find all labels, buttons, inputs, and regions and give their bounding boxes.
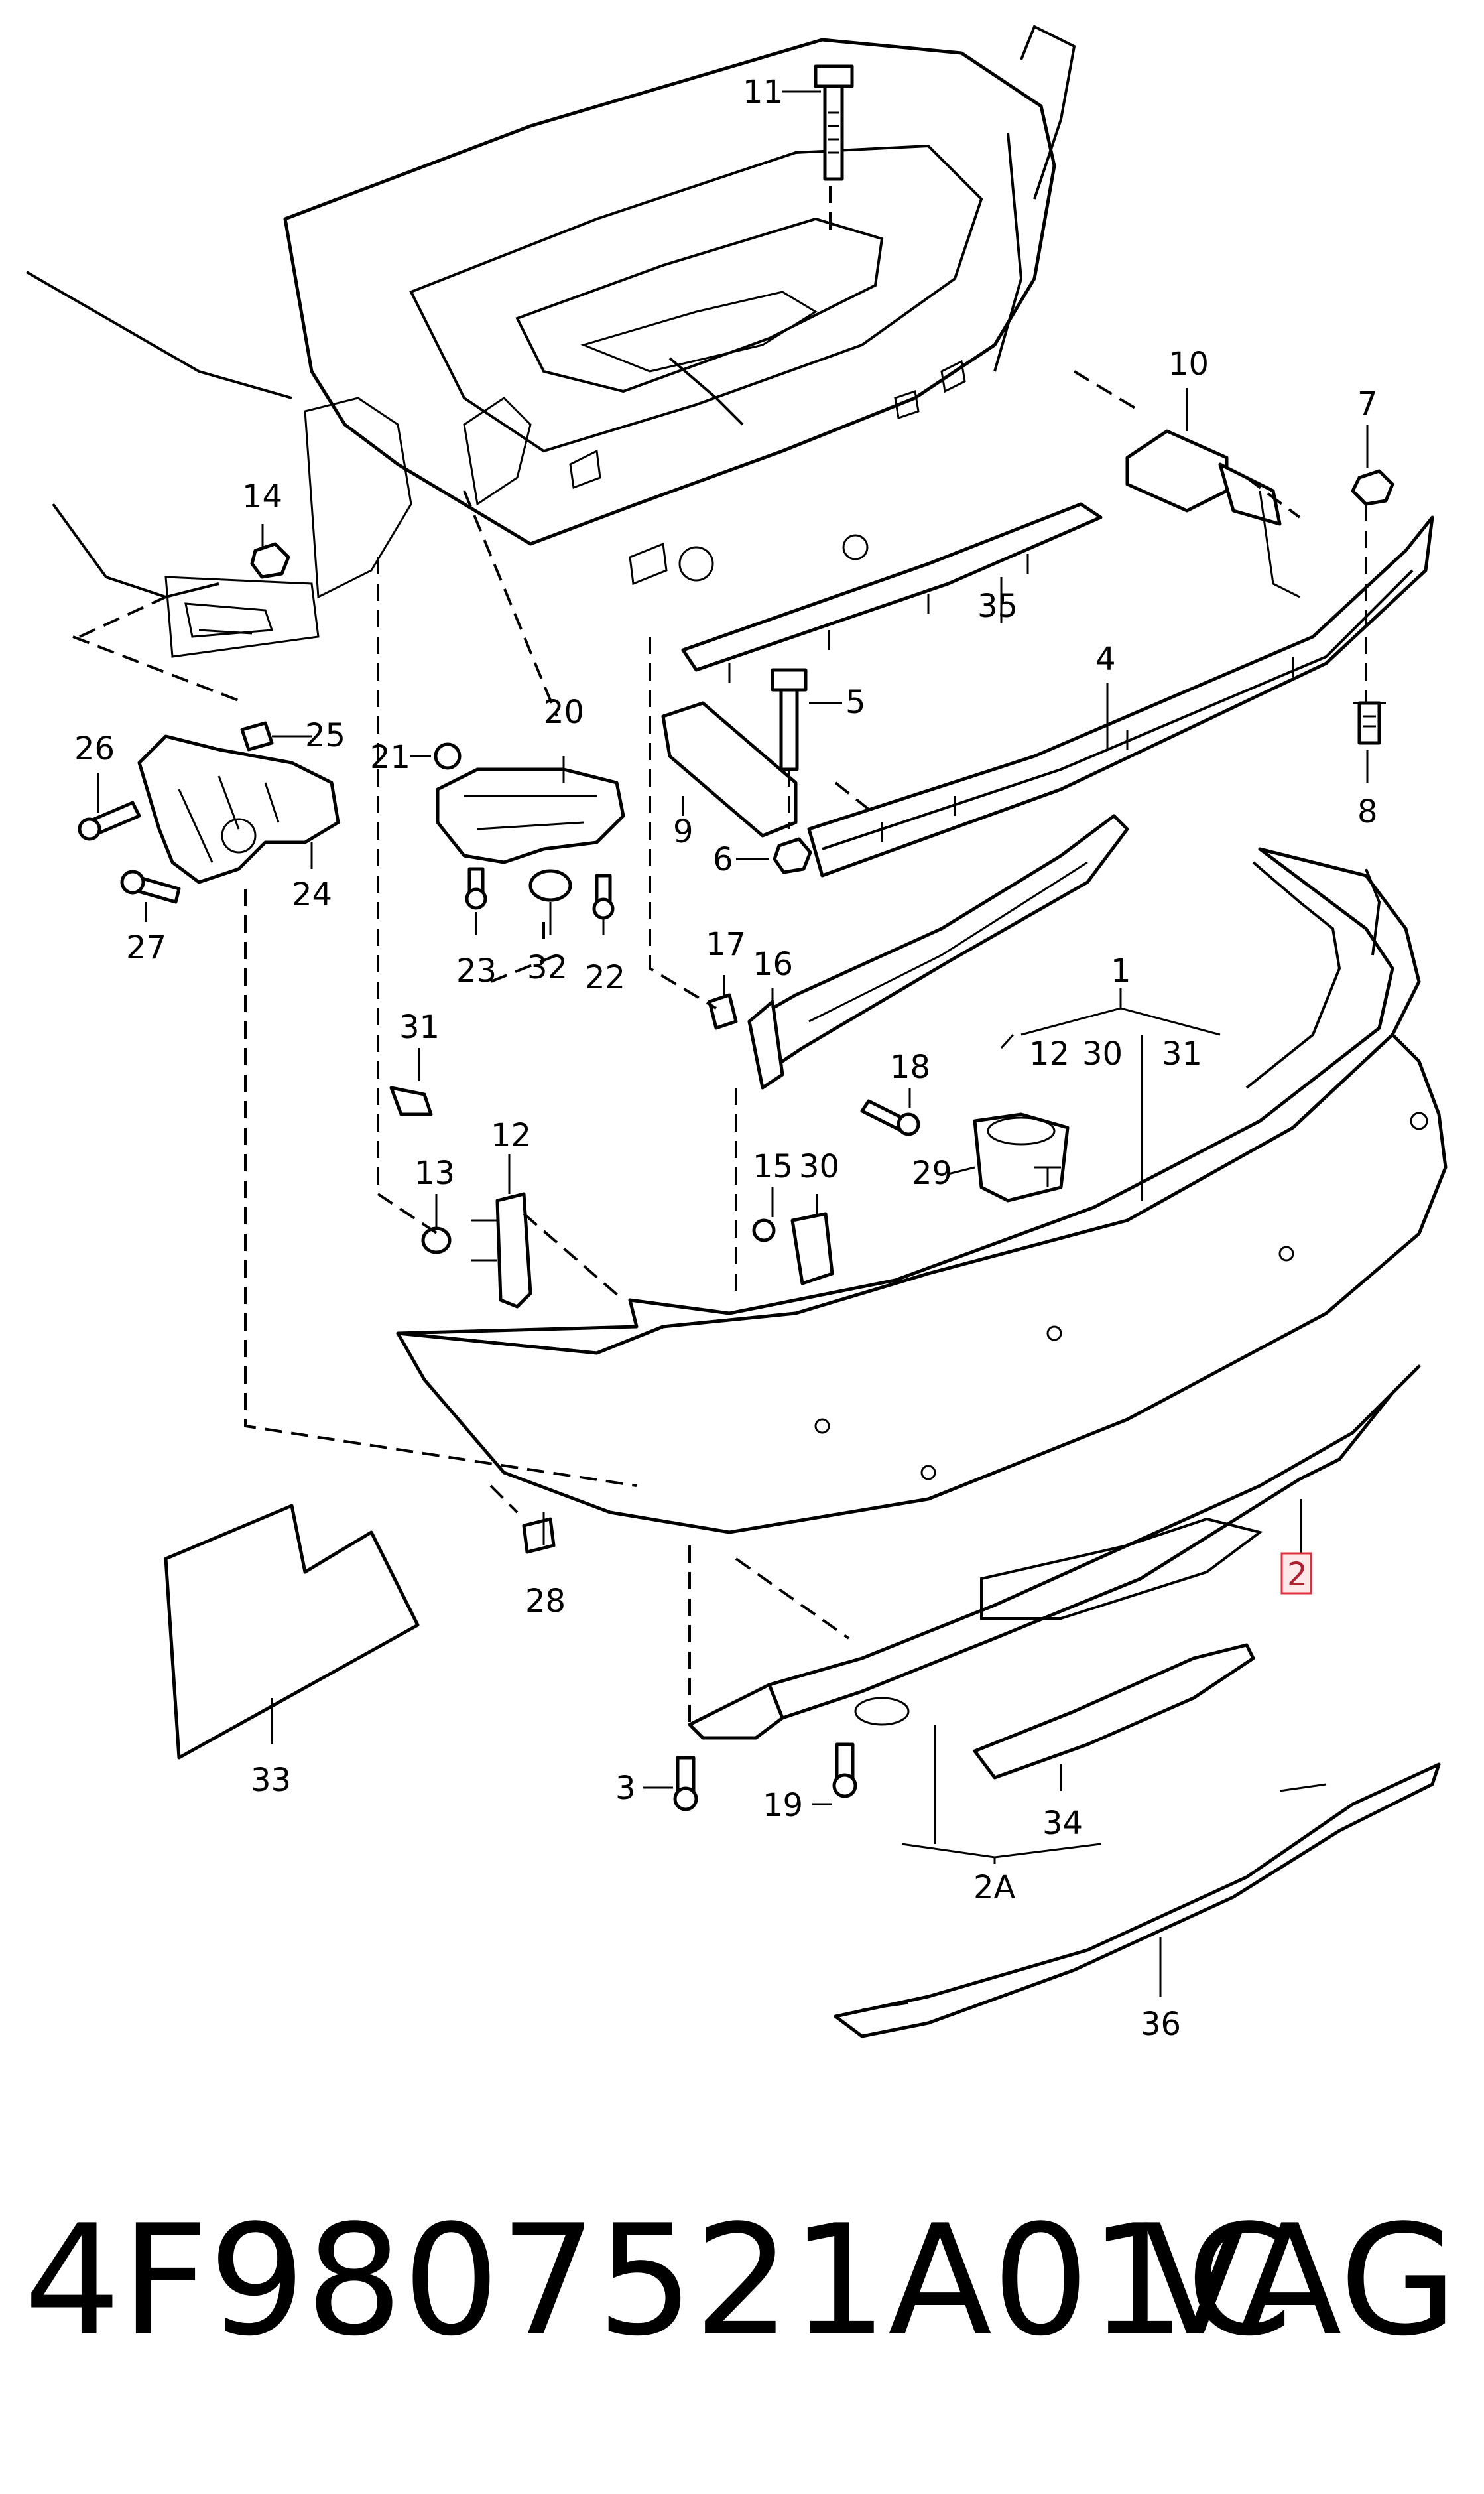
callout-4: 4 xyxy=(1095,641,1116,678)
callout-19: 19 xyxy=(763,1787,803,1824)
bolt-5 xyxy=(771,668,808,771)
callout-11: 11 xyxy=(743,74,783,111)
callout-5: 5 xyxy=(845,684,866,721)
callout-28: 28 xyxy=(525,1583,566,1620)
callout-3: 3 xyxy=(615,1770,636,1807)
callout-30: 30 xyxy=(799,1148,839,1185)
callout-2: 2 xyxy=(1287,1556,1308,1593)
callout-13: 13 xyxy=(414,1155,455,1192)
callout-8: 8 xyxy=(1357,793,1378,830)
nut-7 xyxy=(1351,469,1394,506)
clip-21 xyxy=(434,742,462,770)
callout-36: 36 xyxy=(1141,2006,1181,2043)
callout-22: 22 xyxy=(585,959,625,996)
callout-9: 9 xyxy=(673,813,694,850)
callout-35: 35 xyxy=(977,588,1018,625)
callout-24: 24 xyxy=(292,876,332,913)
pad-33 xyxy=(164,1504,420,1760)
callouts: 11 10 7 14 35 4 20 5 26 25 21 8 9 6 24 2… xyxy=(74,74,1378,2043)
callout-2A: 2A xyxy=(973,1869,1016,1906)
callout-18: 18 xyxy=(890,1049,930,1086)
callout-15: 15 xyxy=(753,1148,793,1185)
trim-strip-36 xyxy=(834,1762,1441,2038)
nut-14 xyxy=(250,542,290,579)
screw-23 xyxy=(465,867,487,910)
screw-22 xyxy=(592,874,615,920)
nut-15 xyxy=(752,1218,776,1242)
clip-17 xyxy=(708,993,738,1030)
callout-31: 31 xyxy=(399,1009,440,1046)
car-body-rear xyxy=(26,25,1076,658)
callout-25: 25 xyxy=(305,717,345,754)
callout-7: 7 xyxy=(1357,385,1378,423)
side-guide-16 xyxy=(747,814,1129,1090)
screw-26 xyxy=(78,801,141,841)
part-number-label: 4F9807521A01C xyxy=(24,2193,1293,2370)
callout-34: 34 xyxy=(1042,1805,1083,1842)
cover-30 xyxy=(790,1212,834,1285)
callout-20: 20 xyxy=(544,694,584,731)
callout-26: 26 xyxy=(74,730,115,767)
bracket-20 xyxy=(436,767,625,864)
callout-33: 33 xyxy=(251,1762,291,1799)
callout-27: 27 xyxy=(126,929,166,966)
cover-34 xyxy=(973,1643,1255,1780)
nut-6 xyxy=(773,837,812,874)
callout-14: 14 xyxy=(242,478,282,515)
screw-3 xyxy=(673,1756,698,1811)
screw-18 xyxy=(860,1099,920,1136)
assembly-lines xyxy=(72,186,1367,1725)
callout-1-31: 31 xyxy=(1162,1035,1202,1073)
bolt-8 xyxy=(1353,701,1386,745)
screw-27 xyxy=(120,870,181,904)
sensor-holder-29 xyxy=(973,1112,1070,1203)
callout-12: 12 xyxy=(491,1117,531,1154)
clip-25 xyxy=(240,721,274,752)
callout-21: 21 xyxy=(370,739,410,776)
callout-1-12: 12 xyxy=(1029,1035,1070,1073)
callout-17: 17 xyxy=(706,926,746,963)
brand-label: VAG xyxy=(1143,2193,1457,2370)
leader-lines xyxy=(97,90,1369,1997)
clip-31 xyxy=(389,1086,433,1116)
bracket-24 xyxy=(137,734,340,884)
bolt-11 xyxy=(814,64,854,181)
callout-10: 10 xyxy=(1168,346,1209,383)
callout-23: 23 xyxy=(456,952,497,990)
impact-beam xyxy=(807,515,1434,878)
screw-19 xyxy=(832,1742,857,1798)
energy-absorber xyxy=(1125,429,1300,598)
callout-1-30: 30 xyxy=(1082,1035,1123,1073)
callout-16: 16 xyxy=(753,946,793,983)
bumper-cover xyxy=(396,847,1448,1534)
callout-6: 6 xyxy=(713,841,733,878)
callout-1: 1 xyxy=(1111,952,1131,990)
callout-29: 29 xyxy=(912,1155,952,1192)
diffuser xyxy=(688,1364,1421,1740)
nut-13 xyxy=(421,1226,452,1254)
upper-bar xyxy=(681,502,1103,683)
clip-28 xyxy=(522,1517,556,1554)
bracket-9 xyxy=(661,701,798,838)
bracket-12 xyxy=(471,1192,532,1309)
callout-2-highlight-box xyxy=(1280,1552,1312,1595)
callout-32: 32 xyxy=(527,949,568,986)
nut-32 xyxy=(528,869,572,902)
